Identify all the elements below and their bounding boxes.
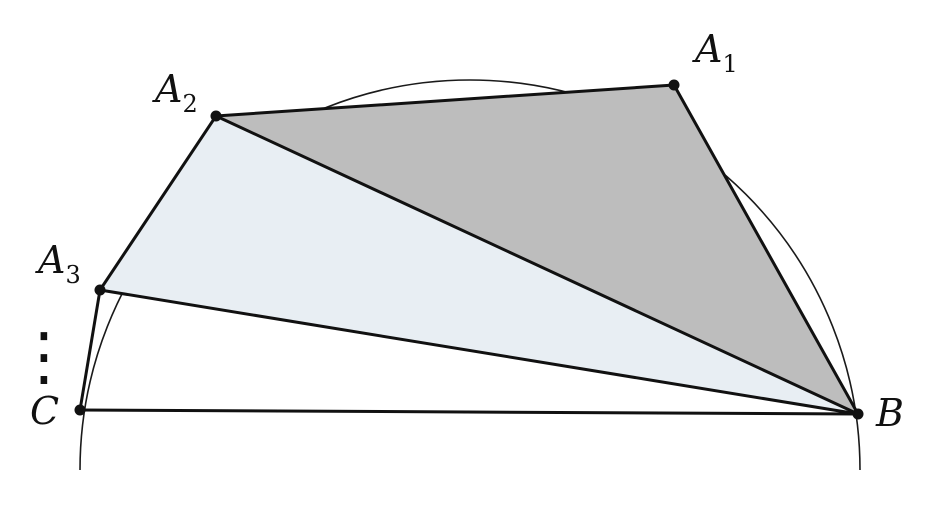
segment-A3-A2 — [98, 114, 218, 292]
point-C — [74, 404, 86, 416]
label-A1: A1 — [692, 27, 738, 78]
triangle-A2-A1-B — [216, 85, 858, 414]
segment-A3-B — [98, 288, 860, 416]
point-A3 — [94, 284, 106, 296]
point-B — [852, 408, 864, 420]
triangle-A3-A2-B — [100, 116, 858, 414]
segment-A2-A1 — [214, 83, 676, 118]
label-A2: A2 — [152, 67, 198, 118]
segment-C-B — [78, 408, 860, 416]
label-A3: A3 — [35, 238, 81, 289]
segment-A1-B — [672, 83, 860, 416]
vertical-ellipsis: ⋮ — [12, 320, 76, 394]
point-A1 — [668, 79, 680, 91]
segment-C-A3 — [78, 288, 102, 412]
point-A2 — [210, 110, 222, 122]
label-B: B — [875, 391, 904, 435]
label-C: C — [30, 389, 59, 433]
segment-A2-B — [214, 114, 860, 416]
